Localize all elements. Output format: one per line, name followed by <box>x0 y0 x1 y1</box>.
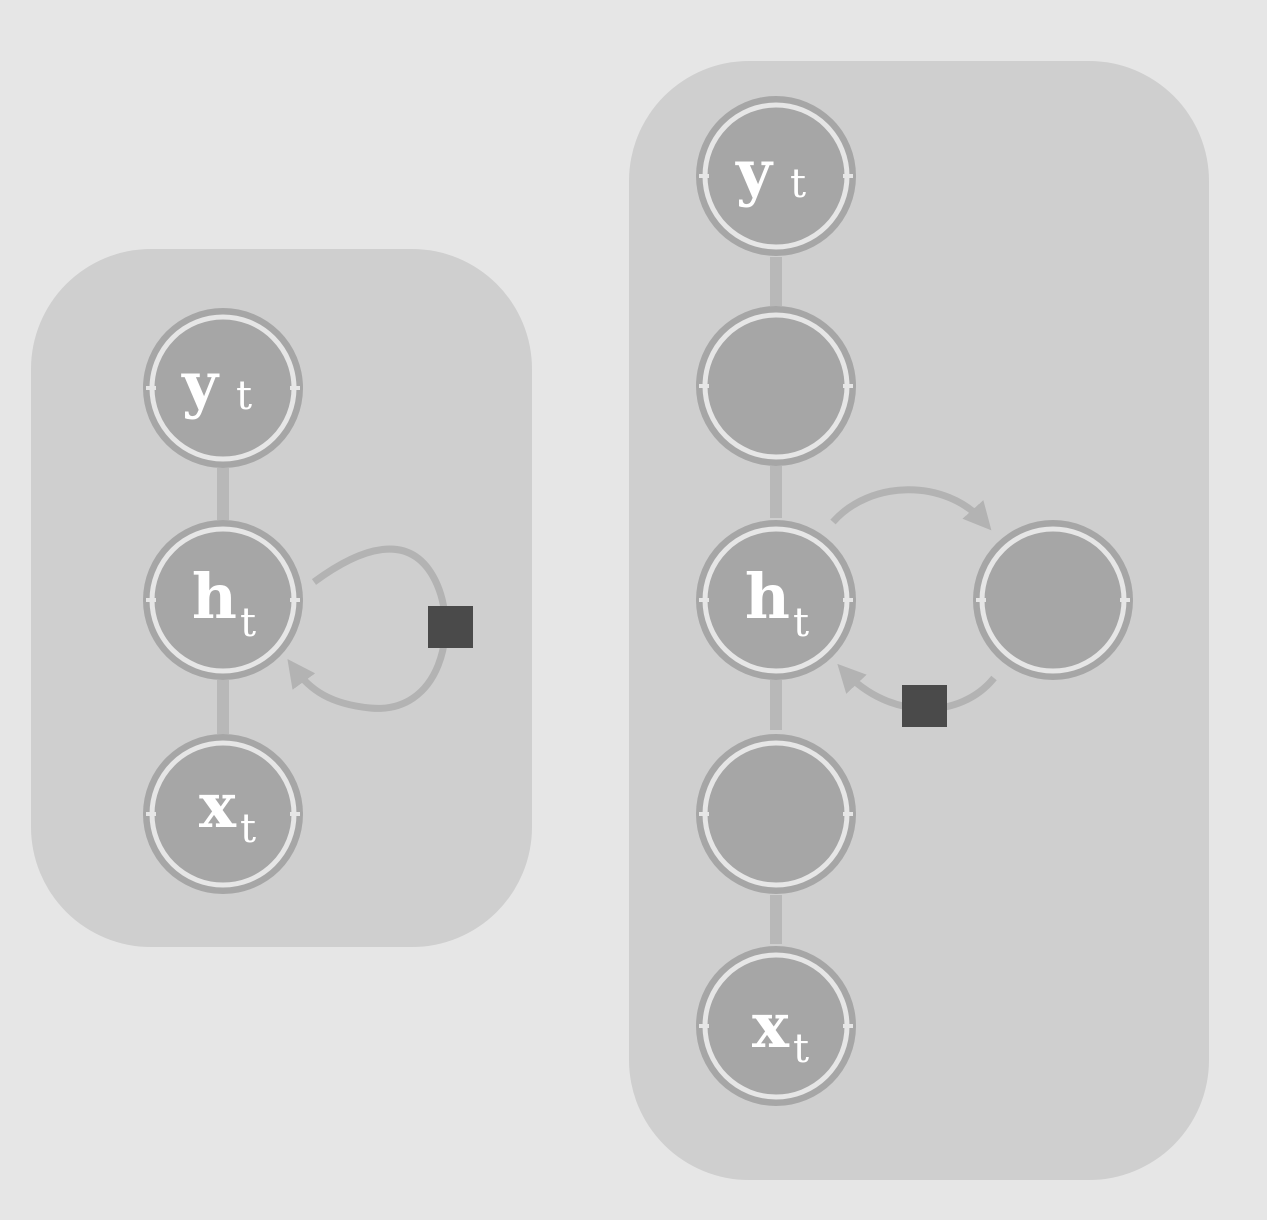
node-output-label: y <box>181 348 220 421</box>
recurrent-loop-arrow <box>287 545 449 712</box>
node-output-yt: y t <box>696 96 856 256</box>
node-upper-hidden <box>696 306 856 466</box>
delay-square <box>428 606 473 648</box>
node-input-label: x <box>199 769 237 842</box>
node-input-xt: x t <box>696 946 856 1106</box>
node-output-subscript: t <box>236 373 252 419</box>
node-input-xt: x t <box>143 734 303 894</box>
node-hidden-ht: h t <box>696 520 856 680</box>
node-hidden-label: h <box>192 560 237 633</box>
node-output-yt: y t <box>143 308 303 468</box>
node-input-subscript: t <box>240 806 256 852</box>
node-lower-hidden <box>696 734 856 894</box>
node-input-label: x <box>752 989 790 1062</box>
node-input-subscript: t <box>793 1026 809 1072</box>
deep-rnn-panel: y t h t x t <box>629 61 1209 1180</box>
node-hidden-label: h <box>745 560 790 633</box>
node-output-subscript: t <box>790 161 806 207</box>
node-hidden-subscript: t <box>240 600 256 646</box>
arrow-ht-to-side-state <box>830 486 992 531</box>
node-hidden-subscript: t <box>793 600 809 646</box>
delay-square <box>902 685 947 727</box>
simple-rnn-panel: y t h t x t <box>31 249 532 947</box>
node-side-state <box>973 520 1133 680</box>
node-hidden-ht: h t <box>143 520 303 680</box>
node-output-label: y <box>735 136 774 209</box>
